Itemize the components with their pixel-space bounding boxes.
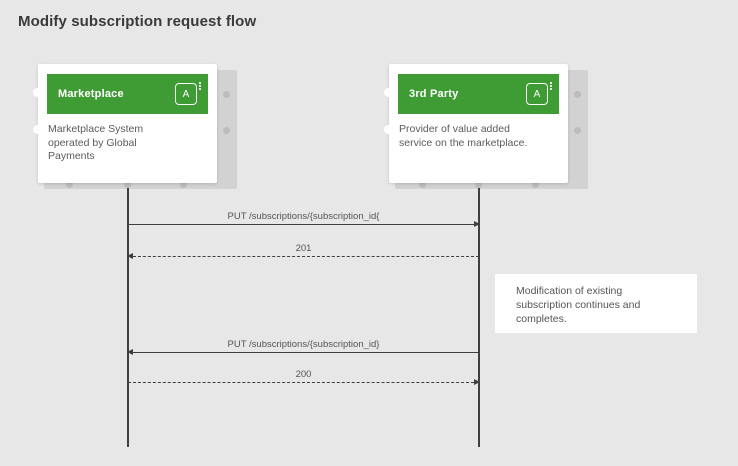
connection-dot[interactable]	[574, 91, 581, 98]
lifeline-marketplace	[127, 188, 129, 447]
kebab-menu-icon[interactable]	[199, 82, 201, 90]
handle-dot[interactable]	[33, 125, 42, 134]
kebab-menu-icon[interactable]	[550, 82, 552, 90]
message-put-request: PUT /subscriptions/{subscription_id{	[128, 211, 480, 227]
actor-name: 3rd Party	[409, 88, 459, 100]
actor-description: Provider of value added service on the m…	[399, 123, 528, 149]
message-label: PUT /subscriptions/{subscription_id}	[227, 339, 380, 350]
badge-wrap: A	[175, 82, 201, 105]
arrowhead-right-icon	[474, 220, 480, 227]
message-label: 200	[295, 369, 312, 380]
handle-dot[interactable]	[33, 88, 42, 97]
message-200-response: 200	[128, 369, 480, 385]
badge-wrap: A	[526, 82, 552, 105]
card-header: 3rd Party A	[398, 74, 559, 114]
connection-dot[interactable]	[223, 127, 230, 134]
message-line	[127, 348, 479, 355]
actor-description: Marketplace System operated by Global Pa…	[48, 123, 144, 162]
connection-dot[interactable]	[223, 91, 230, 98]
actor-type-badge[interactable]: A	[175, 83, 197, 105]
arrowhead-right-icon	[474, 378, 480, 385]
arrowhead-left-icon	[127, 252, 133, 259]
card-header: Marketplace A	[47, 74, 208, 114]
message-line	[127, 252, 479, 259]
connection-dot[interactable]	[180, 181, 187, 188]
connection-dot[interactable]	[124, 181, 131, 188]
connection-dot[interactable]	[574, 127, 581, 134]
connection-dot[interactable]	[66, 181, 73, 188]
message-put-callback: PUT /subscriptions/{subscription_id}	[127, 339, 479, 355]
message-line	[128, 220, 480, 227]
message-201-response: 201	[127, 243, 479, 259]
connection-dot[interactable]	[532, 181, 539, 188]
actor-name: Marketplace	[58, 88, 124, 100]
message-line	[128, 378, 480, 385]
connection-dot[interactable]	[475, 181, 482, 188]
handle-dot[interactable]	[384, 88, 393, 97]
note-box: Modification of existing subscription co…	[495, 274, 697, 333]
message-label: PUT /subscriptions/{subscription_id{	[227, 211, 380, 222]
lifeline-3rd-party	[478, 188, 480, 447]
arrowhead-left-icon	[127, 348, 133, 355]
page-title: Modify subscription request flow	[18, 13, 257, 30]
actor-card-3rd-party[interactable]: 3rd Party A Provider of value added serv…	[389, 64, 568, 183]
note-text: Modification of existing subscription co…	[516, 285, 641, 325]
actor-type-badge[interactable]: A	[526, 83, 548, 105]
message-label: 201	[295, 243, 312, 254]
connection-dot[interactable]	[419, 181, 426, 188]
handle-dot[interactable]	[384, 125, 393, 134]
actor-card-marketplace[interactable]: Marketplace A Marketplace System operate…	[38, 64, 217, 183]
